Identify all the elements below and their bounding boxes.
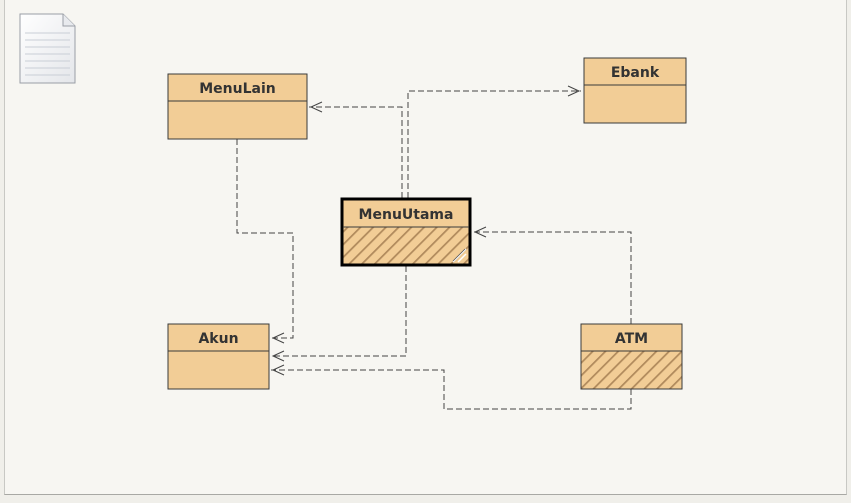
dependency-menulain-to-akun [236,139,294,339]
class-name-menuutama: MenuUtama [359,207,454,223]
dependency-menuutama-to-menulain [309,106,403,198]
arrowhead-akun-1 [271,332,285,344]
class-atm[interactable]: ATM [580,323,683,390]
arrowhead-ebank [567,85,581,97]
document-icon [19,13,76,84]
dependency-menuutama-to-ebank [407,90,581,198]
class-name-atm: ATM [615,331,648,347]
dependency-menuutama-to-akun [271,266,407,357]
dependency-atm-to-akun [271,369,632,410]
dependency-atm-to-menuutama [473,231,632,324]
diagram-canvas[interactable]: MenuLain Ebank MenuUtama Akun ATM [4,0,847,495]
class-name-akun: Akun [198,331,238,347]
class-name-menulain: MenuLain [199,81,276,97]
arrowhead-menulain [309,101,323,113]
class-name-ebank: Ebank [611,65,660,81]
arrowhead-akun-2 [271,350,285,362]
class-akun[interactable]: Akun [167,323,270,390]
class-menuutama[interactable]: MenuUtama [340,197,472,267]
class-menulain[interactable]: MenuLain [167,73,308,140]
resize-grip-icon[interactable] [452,248,467,263]
arrowhead-akun-3 [271,364,285,376]
arrowhead-menuutama [473,226,487,238]
class-ebank[interactable]: Ebank [583,57,687,124]
